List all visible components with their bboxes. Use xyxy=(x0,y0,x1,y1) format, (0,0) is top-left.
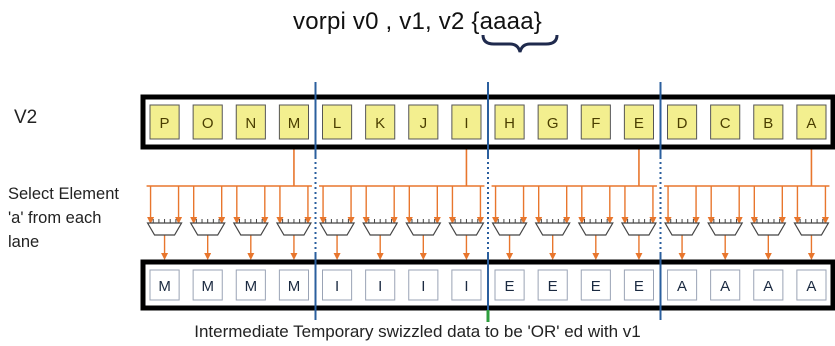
mux-icon xyxy=(232,222,269,236)
caption: Intermediate Temporary swizzled data to … xyxy=(194,322,641,341)
mux-icon xyxy=(146,222,183,236)
result-cell xyxy=(192,269,223,301)
result-cell-label: E xyxy=(591,278,601,295)
result-cell-label: I xyxy=(335,278,339,295)
v2-cell-label: L xyxy=(333,115,341,132)
select-label-line-2: 'a' from each xyxy=(8,209,102,227)
v2-cell xyxy=(667,104,698,140)
v2-cell xyxy=(278,104,309,140)
v2-cell-label: G xyxy=(547,115,559,132)
result-cell-label: E xyxy=(634,278,644,295)
result-cell xyxy=(623,269,654,301)
mux-icon xyxy=(664,222,701,236)
mux-icon xyxy=(275,222,312,236)
select-label-line-3: lane xyxy=(8,233,40,251)
v2-cell-label: I xyxy=(464,115,468,132)
result-cell xyxy=(753,269,784,301)
select-label-line-1: Select Element xyxy=(8,185,119,203)
result-cell-label: M xyxy=(288,278,301,295)
v2-cell-label: J xyxy=(420,115,428,132)
result-cell xyxy=(796,269,827,301)
result-cell xyxy=(667,269,698,301)
v2-cell xyxy=(322,104,353,140)
result-cell-label: M xyxy=(158,278,171,295)
mux-icon xyxy=(405,222,442,236)
v2-cell-label: A xyxy=(806,115,816,132)
v2-cell-label: H xyxy=(504,115,515,132)
v2-cell-label: P xyxy=(160,115,170,132)
v2-cell-label: F xyxy=(591,115,600,132)
result-cell-label: I xyxy=(421,278,425,295)
v2-cell-label: K xyxy=(375,115,385,132)
mux-icon xyxy=(319,222,356,236)
mux-icon xyxy=(620,222,657,236)
v2-cell-label: B xyxy=(763,115,773,132)
result-cell xyxy=(278,269,309,301)
result-cell-label: E xyxy=(548,278,558,295)
brace-icon xyxy=(481,34,559,53)
mux-icon xyxy=(362,222,399,236)
result-cell xyxy=(235,269,266,301)
result-cell xyxy=(149,269,180,301)
result-cell xyxy=(322,269,353,301)
result-cell-label: I xyxy=(464,278,468,295)
result-cell-label: A xyxy=(806,278,816,295)
v2-cell-label: N xyxy=(245,115,256,132)
result-cell xyxy=(408,269,439,301)
v2-cell xyxy=(796,104,827,140)
v2-cell xyxy=(408,104,439,140)
result-cell-label: A xyxy=(763,278,773,295)
result-cell xyxy=(494,269,525,301)
result-cell xyxy=(365,269,396,301)
instruction-title: vorpi v0 , v1, v2 {aaaa} xyxy=(293,8,542,35)
mux-icon xyxy=(750,222,787,236)
v2-cell xyxy=(451,104,482,140)
v2-cell-label: D xyxy=(677,115,688,132)
result-cell xyxy=(451,269,482,301)
mux-icon xyxy=(491,222,528,236)
select-element-label: Select Element 'a' from each lane xyxy=(8,182,158,254)
mux-icon xyxy=(793,222,830,236)
register-label-v2: V2 xyxy=(14,107,38,128)
v2-cell-label: O xyxy=(202,115,214,132)
mux-icon xyxy=(448,222,485,236)
result-cell xyxy=(580,269,611,301)
result-cell-label: M xyxy=(245,278,258,295)
v2-cell xyxy=(753,104,784,140)
v2-cell xyxy=(149,104,180,140)
v2-cell xyxy=(365,104,396,140)
result-cell xyxy=(537,269,568,301)
mux-icon xyxy=(189,222,226,236)
mux-icon xyxy=(534,222,571,236)
v2-cell xyxy=(623,104,654,140)
result-cell xyxy=(710,269,741,301)
v2-cell xyxy=(580,104,611,140)
v2-cell xyxy=(494,104,525,140)
v2-cell xyxy=(537,104,568,140)
mux-icon xyxy=(707,222,744,236)
v2-cell-label: C xyxy=(720,115,731,132)
result-cell-label: E xyxy=(505,278,515,295)
v2-cell xyxy=(710,104,741,140)
v2-cell-label: M xyxy=(288,115,301,132)
v2-cell xyxy=(235,104,266,140)
result-cell-label: A xyxy=(720,278,730,295)
result-cell-label: I xyxy=(378,278,382,295)
v2-cell xyxy=(192,104,223,140)
v2-cell-label: E xyxy=(634,115,644,132)
mux-icon xyxy=(577,222,614,236)
result-cell-label: M xyxy=(201,278,214,295)
result-cell-label: A xyxy=(677,278,687,295)
